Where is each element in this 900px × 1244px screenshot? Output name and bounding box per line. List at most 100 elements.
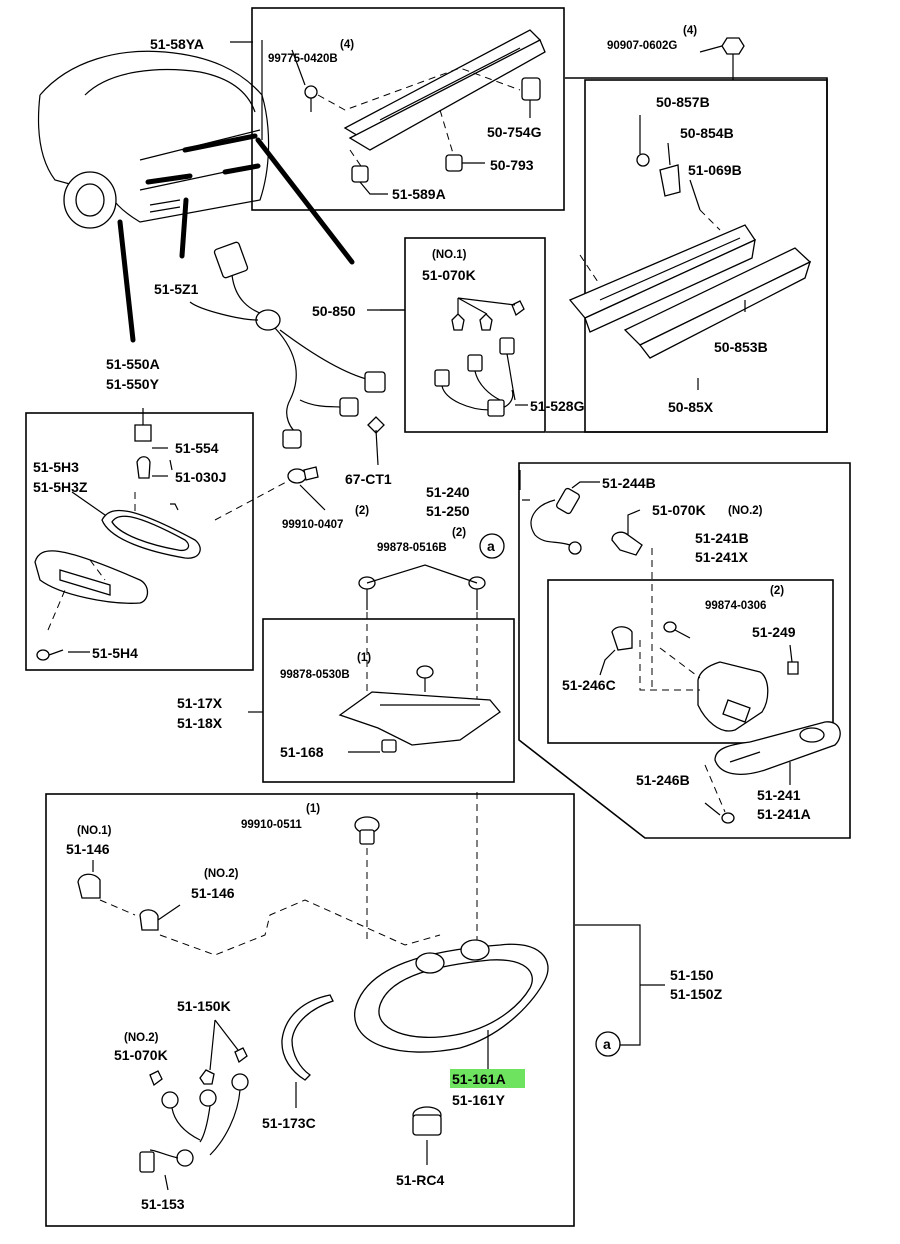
socket-51-146-no1 xyxy=(77,873,101,899)
label-51-rc4: 51-RC4 xyxy=(396,1172,444,1188)
bulbs-51-070k xyxy=(451,300,525,331)
tail-lamp-left xyxy=(145,173,193,185)
leader-to-harness xyxy=(179,197,189,259)
clip-51-249 xyxy=(787,661,799,675)
label-51-17x: 51-17X xyxy=(177,695,223,711)
label-99878-0516b: 99878-0516B xyxy=(377,542,447,554)
label-50-853b: 50-853B xyxy=(714,339,768,355)
screw-51-246b xyxy=(704,802,735,824)
label-51-550a: 51-550A xyxy=(106,356,160,372)
label-51-249: 51-249 xyxy=(752,624,796,640)
callout-a-bottom xyxy=(595,1031,621,1057)
label-51-150z: 51-150Z xyxy=(670,986,723,1002)
label-51-150k: 51-150K xyxy=(177,998,231,1014)
label-51-246b: 51-246B xyxy=(636,772,690,788)
clip-50-793 xyxy=(445,154,463,172)
bulbs-51-150k xyxy=(149,1047,248,1087)
label-51-070k-b: 51-070K xyxy=(652,502,706,518)
label-50-754g: 50-754G xyxy=(487,124,542,140)
bulb-51-070k-no2 xyxy=(611,531,643,556)
bracket-51-246c xyxy=(611,626,633,651)
tail-lamp-right xyxy=(222,163,261,175)
bracket-50-854b xyxy=(659,164,681,197)
label-51-241b: 51-241B xyxy=(695,530,749,546)
label-51-244b: 51-244B xyxy=(602,475,656,491)
license-light-body xyxy=(639,640,769,732)
label-51-246c: 51-246C xyxy=(562,677,616,693)
label-67-ct1: 67-CT1 xyxy=(345,471,392,487)
socket-harness-51-528g xyxy=(434,337,516,417)
label-51-250: 51-250 xyxy=(426,503,470,519)
label-50-85x: 50-85X xyxy=(668,399,714,415)
cover-frame xyxy=(262,618,515,783)
label-51-528g: 51-528G xyxy=(530,398,585,414)
socket-51-rc4 xyxy=(412,1106,442,1136)
label-51-241: 51-241 xyxy=(757,787,801,803)
clip-50-754g xyxy=(521,77,541,101)
label-callout-a-bottom: a xyxy=(603,1036,611,1052)
side-marker-socket xyxy=(134,408,168,479)
label-qty-4b: (4) xyxy=(683,25,697,37)
leader-to-marker xyxy=(117,219,136,343)
label-51-150: 51-150 xyxy=(670,967,714,983)
license-light-frame xyxy=(518,462,851,839)
cover-51-17x xyxy=(338,691,501,753)
label-no2-c: (NO.2) xyxy=(124,1032,159,1044)
rear-combination-lamp-body xyxy=(354,939,549,1053)
label-51-5h3z: 51-5H3Z xyxy=(33,479,88,495)
label-51-58ya: 51-58YA xyxy=(150,36,204,52)
screws-99878-0516b xyxy=(358,576,486,610)
label-50-857b: 50-857B xyxy=(656,94,710,110)
label-callout-a-top: a xyxy=(487,538,495,554)
label-no1-b: (NO.1) xyxy=(77,825,112,837)
label-50-854b: 50-854B xyxy=(680,125,734,141)
label-qty-1a: (1) xyxy=(357,652,371,664)
spoiler-lamp-highlight xyxy=(182,133,258,153)
gasket-51-173c xyxy=(281,994,334,1081)
high-mount-lamp-body xyxy=(568,224,756,333)
nut-90907 xyxy=(721,37,745,80)
label-51-161a: 51-161A xyxy=(452,1071,506,1087)
label-qty-2b: (2) xyxy=(452,527,466,539)
harness-51-153 xyxy=(139,1073,249,1173)
label-51-240: 51-240 xyxy=(426,484,470,500)
clip-99910-0511 xyxy=(354,816,380,845)
label-51-070k-a: 51-070K xyxy=(422,267,476,283)
high-mount-bulb-frame xyxy=(404,237,546,433)
label-51-241x: 51-241X xyxy=(695,549,749,565)
side-marker-frame xyxy=(25,412,254,671)
label-51-153: 51-153 xyxy=(141,1196,185,1212)
part-highlight xyxy=(450,1069,525,1088)
label-99874-0306: 99874-0306 xyxy=(705,600,766,612)
label-51-554: 51-554 xyxy=(175,440,219,456)
label-51-173c: 51-173C xyxy=(262,1115,316,1131)
spoiler-detail-frame xyxy=(251,7,565,211)
label-51-5h4: 51-5H4 xyxy=(92,645,138,661)
rear-combination-lamp-frame xyxy=(45,793,575,1227)
socket-51-146-no2 xyxy=(139,909,159,931)
label-51-030j: 51-030J xyxy=(175,469,226,485)
label-qty-2a: (2) xyxy=(355,505,369,517)
label-51-589a: 51-589A xyxy=(392,186,446,202)
screw-99878-0530b xyxy=(416,665,434,692)
side-marker-lens xyxy=(101,509,201,559)
label-51-241a: 51-241A xyxy=(757,806,811,822)
label-50-793: 50-793 xyxy=(490,157,534,173)
clip-99910-0407 xyxy=(287,466,319,484)
label-99910-0511: 99910-0511 xyxy=(241,819,302,831)
label-51-069b: 51-069B xyxy=(688,162,742,178)
screw-99874-0306 xyxy=(663,621,691,639)
screw-51-5h4 xyxy=(36,649,64,661)
label-qty-4a: (4) xyxy=(340,39,354,51)
leader-to-spoiler xyxy=(255,137,355,265)
spoiler-screw xyxy=(304,85,318,112)
label-51-550y: 51-550Y xyxy=(106,376,160,392)
license-light-inner-frame xyxy=(547,579,834,744)
label-no2-a: (NO.2) xyxy=(728,505,763,517)
clip-51-589a xyxy=(351,165,369,183)
label-no2-b: (NO.2) xyxy=(204,868,239,880)
label-51-161y: 51-161Y xyxy=(452,1092,506,1108)
label-51-5z1: 51-5Z1 xyxy=(154,281,199,297)
license-lens-51-241 xyxy=(714,721,841,775)
